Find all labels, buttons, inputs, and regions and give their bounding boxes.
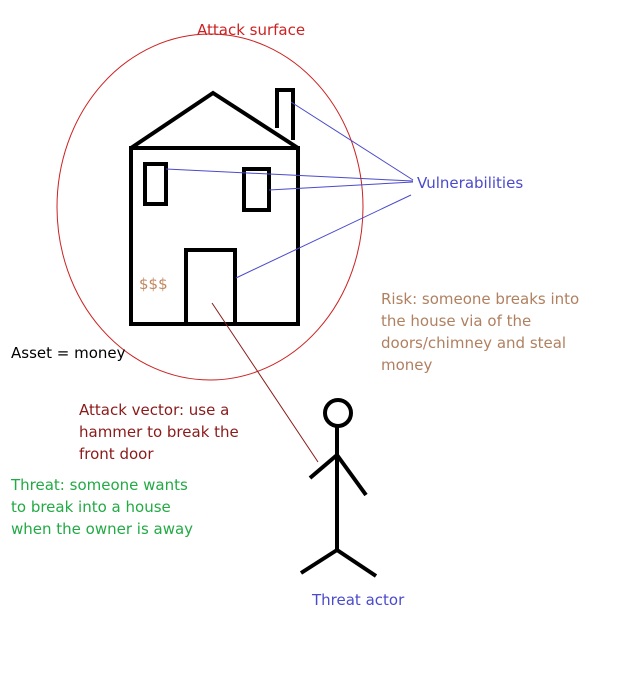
- risk-line: doors/chimney and steal: [381, 334, 567, 352]
- attack-vector-line-text: hammer to break the: [79, 423, 239, 441]
- window-right: [242, 167, 271, 212]
- vulnerabilities-label: Vulnerabilities: [417, 174, 524, 192]
- threat-line: to break into a house: [11, 498, 171, 516]
- house-body: [129, 146, 300, 326]
- threat-line: when the owner is away: [11, 520, 194, 538]
- vuln-line-window-left: [165, 168, 414, 182]
- risk-line: money: [381, 356, 433, 374]
- figure-leg-right: [335, 548, 378, 578]
- attack-vector-label: Attack vector: use a hammer to break the…: [79, 399, 239, 465]
- risk-label: Risk: someone breaks into the house via …: [381, 288, 579, 376]
- vulnerability-lines: [165, 101, 414, 279]
- threat-line: Threat: someone wants: [11, 476, 188, 494]
- figure-leg-left: [299, 548, 339, 575]
- risk-line: the house via of the: [381, 312, 532, 330]
- attack-surface-label: Attack surface: [197, 21, 306, 39]
- attack-vector-line: [211, 302, 319, 463]
- front-door: [184, 248, 237, 324]
- attack-vector-line-text: Attack vector: use a: [79, 401, 230, 419]
- window-left: [143, 162, 168, 206]
- house: [129, 88, 300, 326]
- attack-surface-ellipse: [56, 33, 364, 381]
- chimney: [275, 88, 295, 140]
- figure-head: [323, 398, 353, 428]
- vuln-line-door: [235, 194, 412, 279]
- attack-vector-line-text: front door: [79, 445, 154, 463]
- threat-actor-figure: [299, 398, 378, 578]
- risk-line: Risk: someone breaks into: [381, 290, 580, 308]
- house-roof: [129, 90, 300, 150]
- vuln-line-chimney: [290, 101, 414, 181]
- money-label: $$$: [139, 275, 168, 293]
- figure-arm-right: [335, 453, 368, 497]
- figure-arm-left: [308, 453, 339, 480]
- threat-actor-label: Threat actor: [312, 591, 405, 609]
- asset-label: Asset = money: [11, 344, 126, 362]
- threat-label: Threat: someone wants to break into a ho…: [11, 474, 193, 540]
- vuln-line-window-right: [268, 181, 414, 191]
